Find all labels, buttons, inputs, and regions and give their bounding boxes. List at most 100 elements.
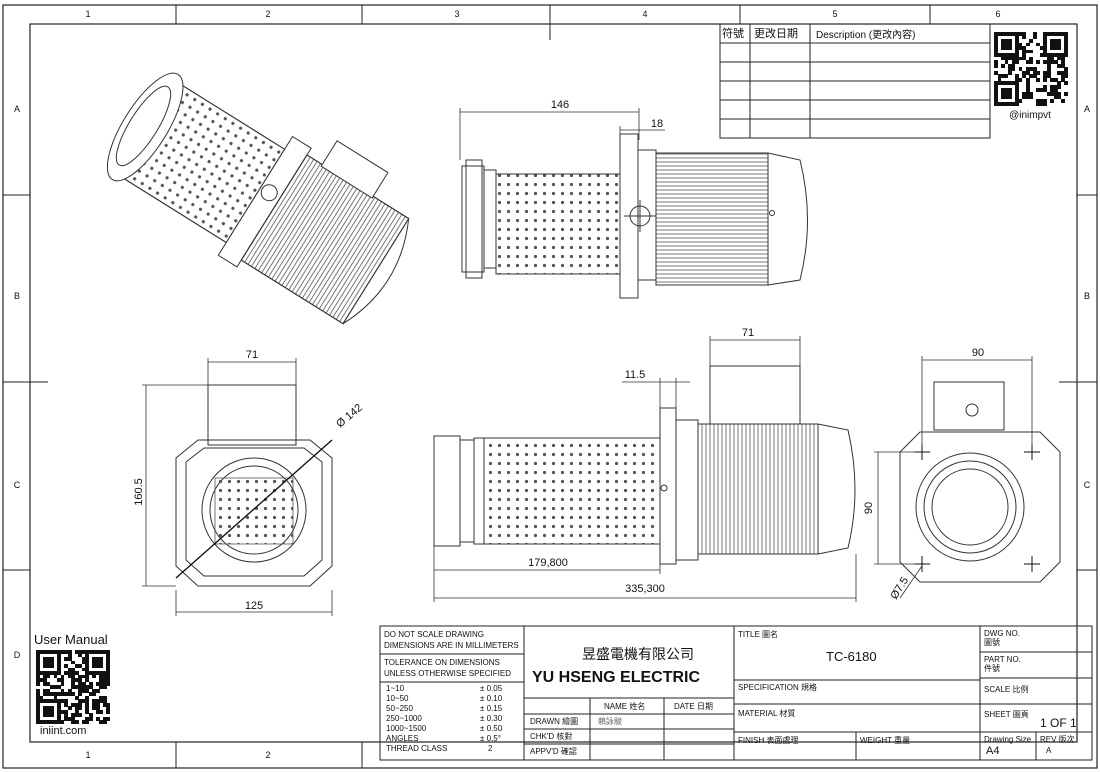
qr-module	[1053, 42, 1058, 47]
qr-module	[74, 650, 79, 654]
qr-module	[39, 695, 44, 700]
qr-module	[81, 688, 86, 693]
qr-module	[1046, 67, 1051, 72]
scale-label: SCALE 比例	[984, 685, 1029, 694]
qr-module	[92, 671, 97, 675]
qr-module	[92, 702, 97, 707]
qr-module	[1004, 53, 1009, 57]
qr-module	[1029, 95, 1034, 100]
qr-module	[64, 657, 68, 661]
qr-module	[46, 699, 51, 704]
qr-module	[1064, 35, 1069, 40]
qr-module	[43, 688, 47, 693]
dim-side-overall: 335,300	[625, 583, 665, 595]
front-view	[175, 384, 333, 587]
qr-module	[106, 702, 111, 707]
qr-module	[1004, 46, 1009, 50]
qr-module	[67, 667, 72, 672]
qr-module	[1032, 32, 1037, 36]
qr-module	[1015, 81, 1019, 86]
qr-module	[60, 678, 65, 682]
qr-module	[57, 685, 61, 690]
qr-module	[102, 720, 107, 725]
dim-front-width: 71	[246, 349, 258, 361]
qr-module	[78, 681, 83, 686]
title-label: TITLE 圖名	[738, 630, 779, 639]
qr-module	[43, 709, 47, 714]
qr-module	[1057, 46, 1062, 50]
qr-module	[997, 81, 1002, 86]
qr-module	[81, 681, 86, 686]
qr-module	[36, 692, 40, 697]
qr-module	[1025, 95, 1030, 100]
qr-module	[60, 650, 65, 654]
zone-row-d: D	[14, 650, 21, 660]
qr-module	[46, 709, 51, 714]
tolerance-value-3: ± 0.15	[480, 704, 503, 713]
qr-module	[74, 678, 79, 682]
qr-module	[78, 664, 83, 668]
qr-module	[1046, 60, 1051, 64]
qr-module	[92, 706, 97, 711]
qr-module	[1064, 39, 1069, 43]
qr-module	[46, 692, 51, 697]
qr-module	[1039, 46, 1044, 50]
qr-module	[50, 720, 54, 725]
qr-module	[78, 706, 83, 711]
qr-module	[1008, 67, 1012, 72]
qr-module	[95, 688, 100, 693]
qr-module	[99, 674, 104, 679]
tolerance-value-2: ± 0.10	[480, 694, 503, 703]
qr-module	[1001, 42, 1005, 47]
qr-module	[1004, 39, 1009, 43]
qr-module	[1043, 70, 1048, 75]
qr-module	[81, 657, 86, 661]
qr-module	[1053, 32, 1058, 36]
qr-module	[1057, 32, 1062, 36]
qr-module	[1036, 70, 1041, 75]
qr-module	[1025, 67, 1030, 72]
qr-module	[1018, 46, 1023, 50]
qr-module	[1043, 77, 1048, 82]
qr-module	[1050, 39, 1055, 43]
title-value: TC-6180	[826, 649, 877, 664]
qr-module	[74, 706, 79, 711]
inner-border	[29, 23, 1078, 743]
qr-module	[994, 88, 998, 93]
qr-module	[1001, 53, 1005, 57]
qr-module	[1050, 84, 1055, 89]
finish-label: FINISH 表面處理	[738, 736, 799, 745]
qr-module	[92, 688, 97, 693]
qr-module	[85, 650, 90, 654]
qr-module	[1043, 49, 1048, 54]
qr-module	[1001, 102, 1005, 107]
qr-module	[1022, 46, 1026, 50]
qr-module	[85, 674, 90, 679]
zone-row-a: A	[14, 104, 20, 114]
qr-module	[1057, 42, 1062, 47]
qr-module	[1025, 42, 1030, 47]
qr-module	[1011, 32, 1016, 36]
qr-module	[106, 716, 111, 721]
user-manual-label: User Manual	[34, 632, 108, 647]
qr-module	[106, 678, 111, 682]
qr-module	[50, 685, 54, 690]
qr-module	[71, 681, 76, 686]
qr-module	[997, 32, 1002, 36]
qr-module	[57, 667, 61, 672]
qr-module	[99, 660, 104, 665]
qr-module	[92, 692, 97, 697]
zone-row-a-right: A	[1084, 104, 1090, 114]
qr-module	[64, 664, 68, 668]
qr-module	[95, 660, 100, 665]
qr-module	[1001, 91, 1005, 96]
tolerance-range-4: 250~1000	[386, 714, 422, 723]
drawing-size-label: Drawing Size	[984, 735, 1032, 744]
qr-module	[1025, 70, 1030, 75]
qr-module	[1060, 63, 1065, 68]
qr-module	[1043, 35, 1048, 40]
revision-description-header: Description (更改內容)	[816, 28, 915, 41]
qr-module	[71, 720, 76, 725]
end-view	[899, 381, 1061, 583]
qr-module	[99, 709, 104, 714]
